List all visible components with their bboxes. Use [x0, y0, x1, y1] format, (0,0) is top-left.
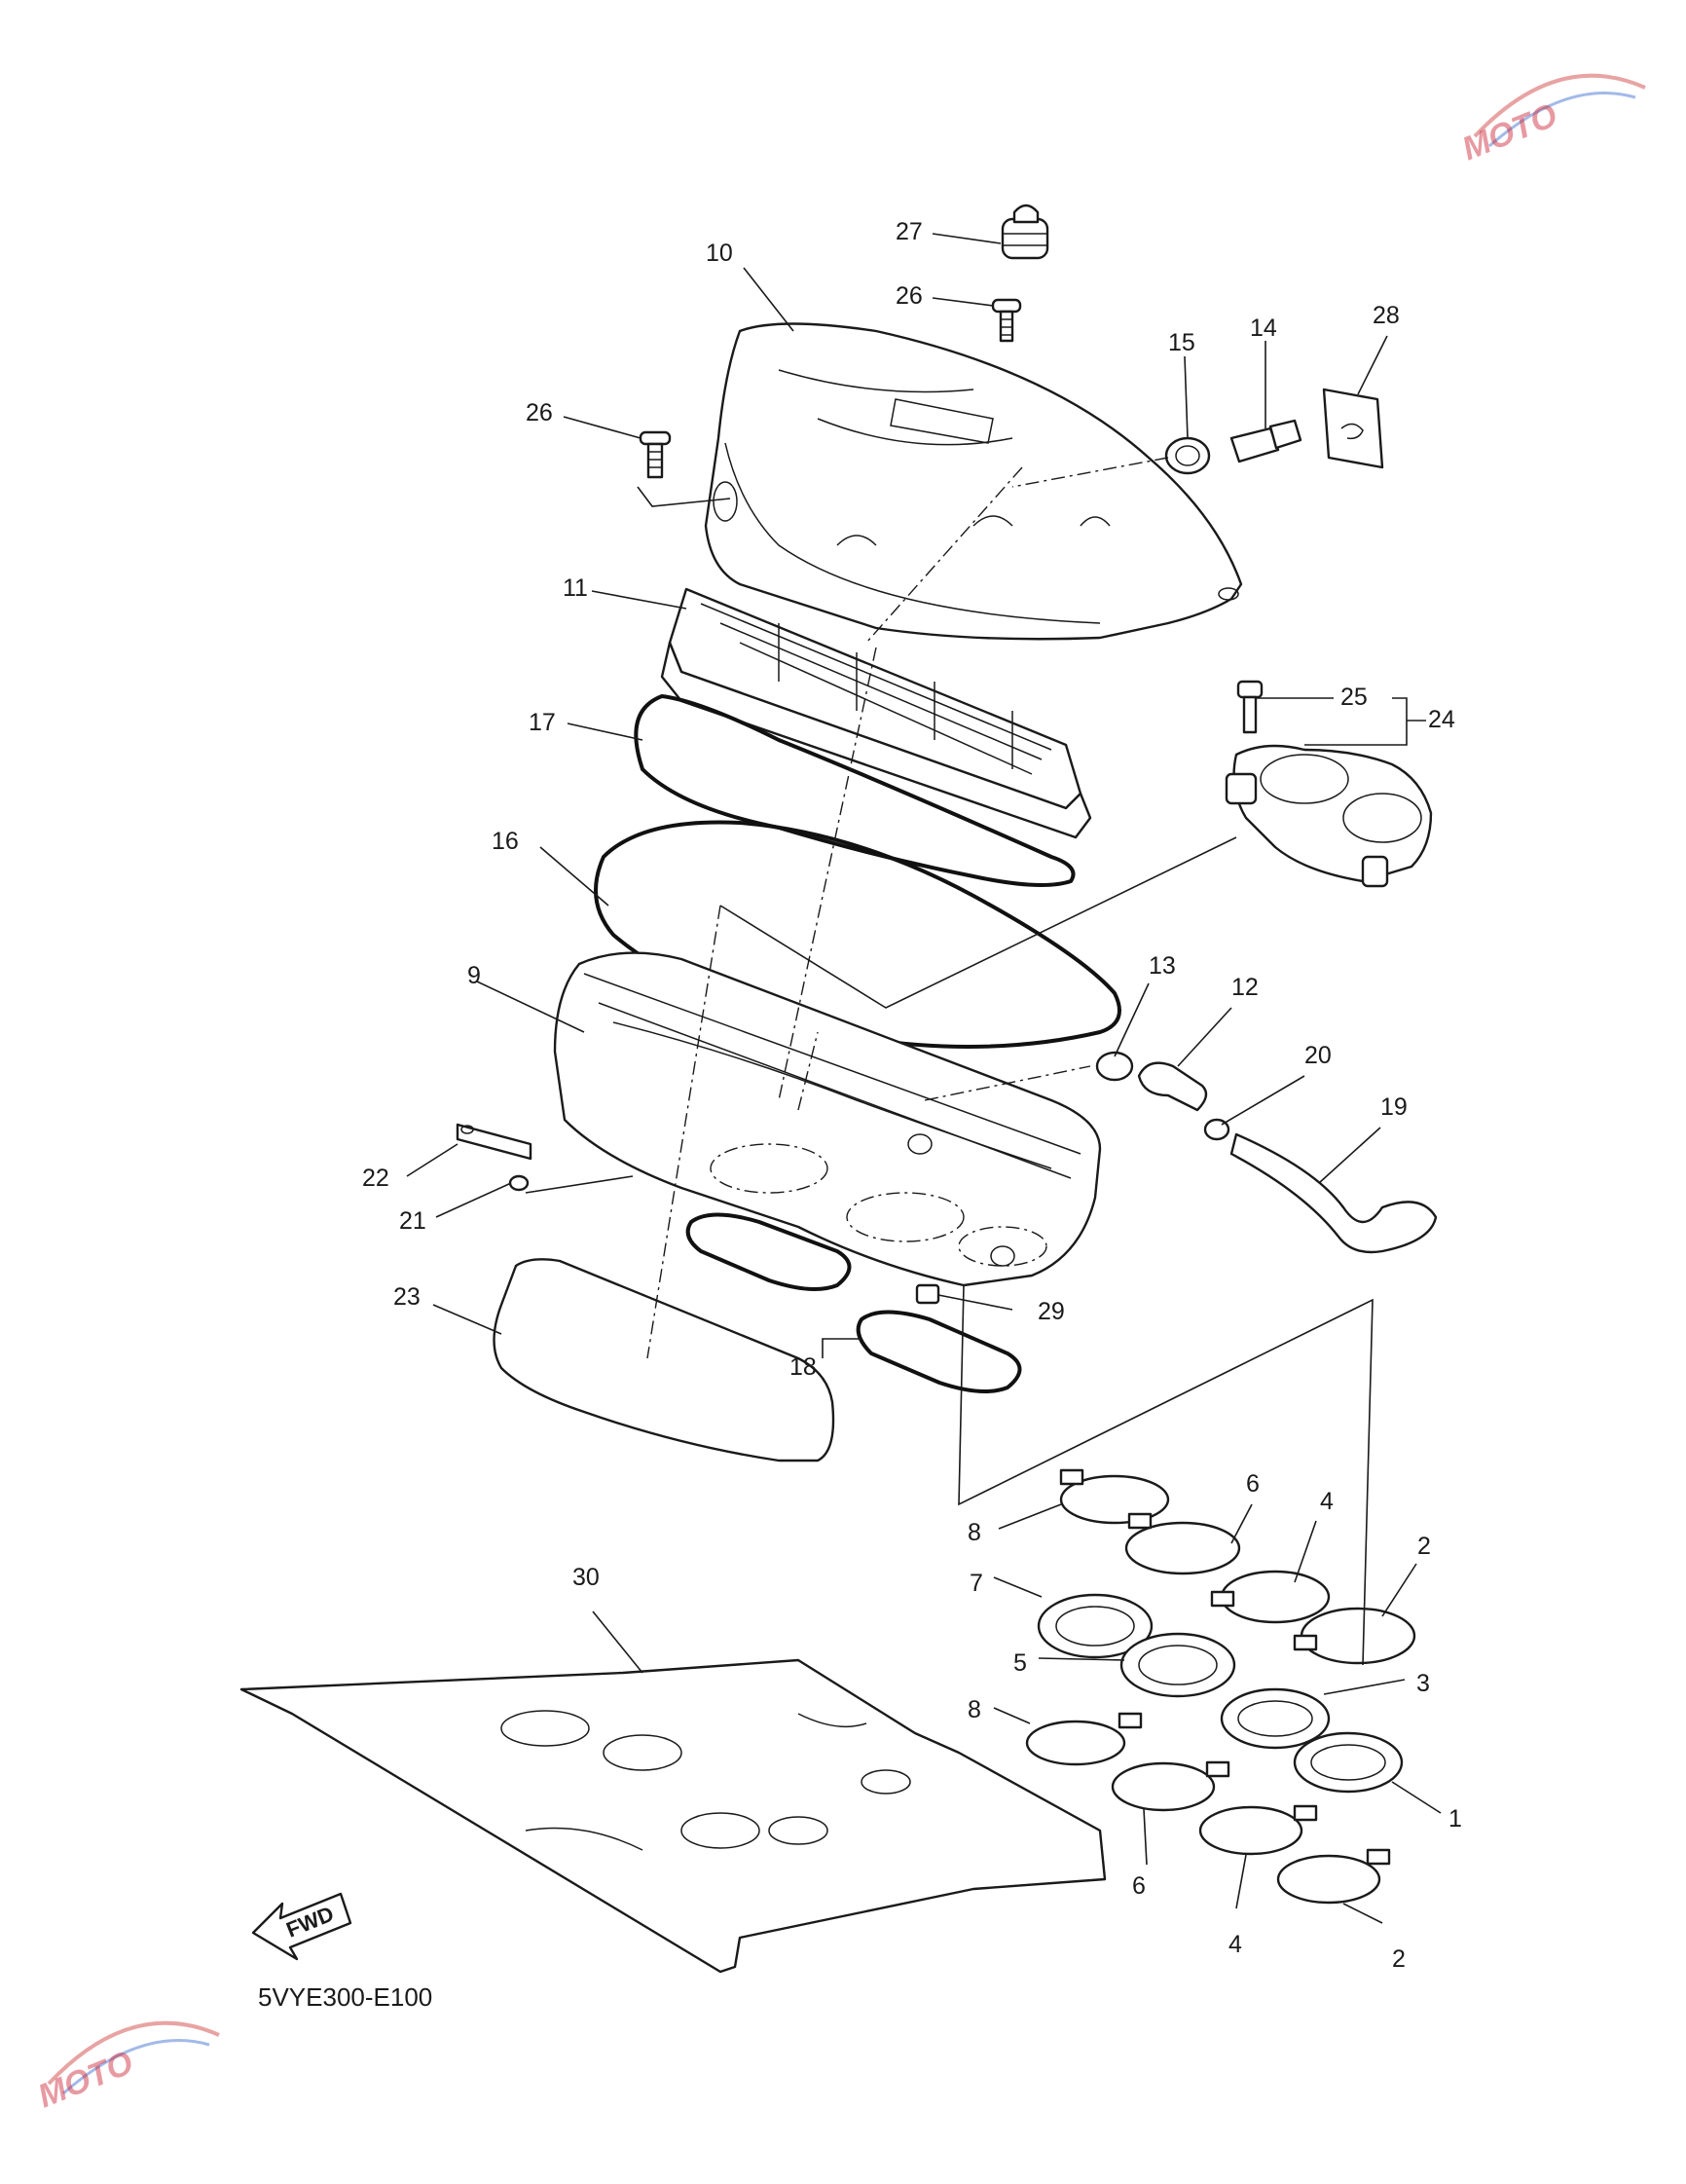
callout-5: 5 — [1013, 1649, 1027, 1677]
assembly-lines — [525, 457, 1374, 1666]
part-22-bracket — [456, 1123, 532, 1161]
callout-26-top: 26 — [896, 282, 923, 310]
part-17-gasket — [634, 693, 1076, 887]
callout-16: 16 — [492, 828, 519, 855]
callout-30: 30 — [572, 1564, 600, 1591]
callout-2-bottom: 2 — [1392, 1945, 1406, 1973]
part-21-nut — [508, 1174, 530, 1192]
part-30-heat-shield — [239, 1658, 1107, 1974]
callout-3: 3 — [1416, 1670, 1430, 1697]
callout-21: 21 — [399, 1207, 426, 1235]
callout-23: 23 — [393, 1283, 421, 1311]
callout-14: 14 — [1250, 315, 1277, 342]
callout-7: 7 — [970, 1570, 983, 1597]
callout-20: 20 — [1304, 1042, 1332, 1069]
part-10-cover — [704, 322, 1243, 641]
callout-9: 9 — [467, 962, 481, 989]
part-23-seal — [493, 1258, 835, 1462]
watermark-logo-top: MOTO — [1457, 73, 1646, 167]
callout-26-left: 26 — [526, 399, 553, 426]
part-14-bolt — [1229, 419, 1302, 463]
callout-2-top: 2 — [1417, 1533, 1431, 1560]
part-12-hose — [1137, 1061, 1208, 1112]
callout-29: 29 — [1038, 1298, 1065, 1325]
callout-22: 22 — [362, 1165, 389, 1192]
callout-12: 12 — [1231, 974, 1259, 1001]
watermark-text: MOTO — [33, 2044, 138, 2115]
part-18-gaskets — [685, 1212, 1022, 1393]
callout-11: 11 — [563, 574, 588, 602]
callout-27: 27 — [896, 218, 923, 245]
leader-lines — [406, 233, 1442, 1924]
callout-18: 18 — [789, 1353, 817, 1381]
clamps-and-joints — [1025, 1468, 1416, 1905]
diagram-code: 5VYE300-E100 — [258, 1982, 432, 2012]
callout-17: 17 — [529, 709, 556, 736]
part-28-clip — [1322, 388, 1384, 469]
part-19-hose — [1229, 1132, 1438, 1254]
part-11-filter — [660, 587, 1092, 839]
part-15-grommet — [1164, 436, 1211, 475]
callout-19: 19 — [1380, 1093, 1408, 1121]
part-25-bolt — [1236, 680, 1264, 734]
callout-8-bottom: 8 — [968, 1696, 981, 1723]
callout-28: 28 — [1373, 302, 1400, 329]
callout-24: 24 — [1428, 706, 1455, 733]
part-13-grommet — [1095, 1051, 1134, 1082]
callout-1: 1 — [1448, 1805, 1462, 1832]
part-26-screw-top — [991, 298, 1022, 343]
callout-labels: 27 10 26 26 15 14 28 11 25 24 17 16 13 1… — [362, 218, 1462, 1973]
callout-15: 15 — [1168, 329, 1195, 356]
callout-8-top: 8 — [968, 1519, 981, 1546]
callout-10: 10 — [706, 240, 733, 267]
callout-6-top: 6 — [1246, 1470, 1260, 1498]
fwd-arrow-icon: FWD — [251, 1892, 352, 1961]
callout-25: 25 — [1340, 684, 1368, 711]
callout-4-bottom: 4 — [1228, 1931, 1242, 1958]
part-9-case — [553, 951, 1102, 1287]
part-24-joint — [1225, 744, 1433, 888]
part-26-screw-left — [639, 430, 672, 479]
callout-13: 13 — [1149, 952, 1176, 980]
callout-4-top: 4 — [1320, 1488, 1334, 1515]
callout-6-bottom: 6 — [1132, 1872, 1146, 1900]
part-27-cap — [1001, 204, 1049, 260]
part-29-clip — [915, 1283, 940, 1305]
watermark-logo-bottom: MOTO — [33, 2020, 220, 2115]
